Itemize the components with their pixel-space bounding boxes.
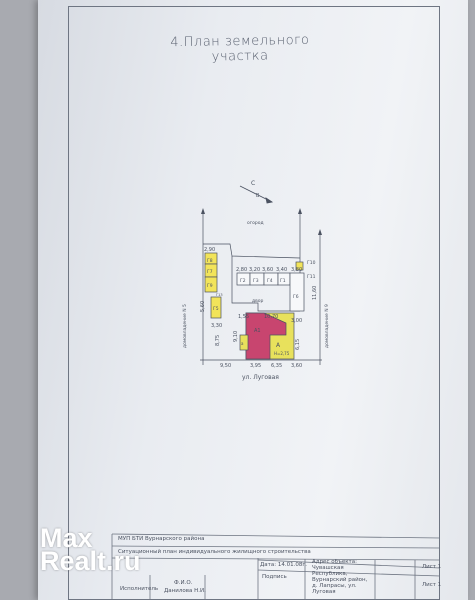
yard-label: двор — [252, 299, 264, 304]
dim: 3,60 — [262, 267, 273, 273]
stamp-date: Дата: 14.01.08г. — [260, 562, 307, 568]
title-block: МУП БТИ Вурнарского района Ситуационный … — [112, 530, 442, 600]
stamp-signature: Подпись — [262, 574, 287, 580]
stamp-sheet: Лист 1 — [422, 564, 442, 570]
dim: 3,95 — [250, 363, 261, 369]
top-label: огород — [247, 221, 264, 226]
dim: 11,60 — [312, 286, 318, 300]
compass-east: В — [256, 193, 260, 199]
dim: 3,20 — [249, 267, 260, 273]
dim: 3,00 — [291, 318, 302, 324]
address: Чувашская Республика, Вурнарский район, … — [312, 565, 368, 595]
watermark-line-1: Max — [40, 523, 93, 553]
building-a-lit: а — [241, 341, 244, 346]
dimension-labels: 2,90 2,80 3,20 3,60 3,40 3,80 11,60 5,60… — [200, 247, 318, 369]
dim: 3,30 — [211, 323, 222, 329]
dim: 3,60 — [291, 363, 302, 369]
compass-north: С — [251, 180, 255, 187]
dim: 3,40 — [276, 267, 287, 273]
building-g1: Г1 — [280, 278, 286, 284]
dim: 9,10 — [233, 331, 239, 342]
building-a: А — [276, 342, 281, 349]
stamp-sheets: Лист 1 — [422, 582, 442, 588]
right-neighbor-label: домовладение N 9 — [324, 304, 330, 348]
watermark-line-2: Realt.ru — [40, 546, 141, 576]
address-label: Адрес объекта: — [312, 559, 357, 565]
stamp-doc: Ситуационный план индивидуального жилищн… — [118, 549, 311, 555]
compass-icon — [239, 185, 274, 204]
dim: 3,80 — [291, 267, 302, 273]
building-height: Н=2,75 — [274, 351, 290, 356]
building-g7: Г7 — [207, 269, 213, 275]
main-house — [239, 312, 295, 360]
building-g11: Г11 — [307, 274, 316, 280]
stamp-executor: Исполнитель — [120, 586, 159, 592]
dim: 5,60 — [200, 301, 206, 312]
building-g9: Г9 — [207, 283, 213, 289]
building-g6: Г6 — [293, 294, 299, 300]
dim: 6,15 — [295, 339, 301, 350]
dim: 2,80 — [236, 267, 247, 273]
stamp-org: МУП БТИ Вурнарского района — [118, 536, 205, 542]
building-g3: Г3 — [253, 278, 259, 284]
building-g13: Г13 — [216, 293, 223, 297]
building-g2: Г2 — [240, 278, 246, 284]
sheds-row — [236, 261, 305, 312]
street-label: ул. Луговая — [242, 374, 279, 381]
title-block-lines — [111, 533, 441, 600]
stamp-fio: Ф.И.О. — [174, 580, 193, 586]
stamp-address-label: Адрес объекта: Чувашская Республика, Вур… — [312, 559, 372, 595]
stamp-executor-name: Данилова Н.И. — [164, 588, 206, 594]
dim: 10,70 — [264, 314, 278, 320]
dim: 8,75 — [215, 335, 221, 346]
building-g8: Г8 — [207, 258, 213, 264]
dim: 2,90 — [204, 247, 215, 253]
building-g5: Г5 — [213, 306, 219, 312]
building-a1: А1 — [254, 328, 261, 334]
left-neighbor-label: домовладение N 5 — [182, 304, 188, 348]
arrows — [201, 208, 322, 235]
dim: 9,50 — [220, 363, 231, 369]
document-sheet — [38, 0, 468, 600]
building-g10: Г10 — [307, 260, 316, 266]
dim: 6,35 — [271, 363, 282, 369]
watermark-logo: Max Realt.ru — [40, 523, 141, 576]
outbuildings-left — [204, 252, 222, 319]
building-g4: Г4 — [267, 278, 273, 284]
dim: 1,55 — [238, 314, 249, 320]
